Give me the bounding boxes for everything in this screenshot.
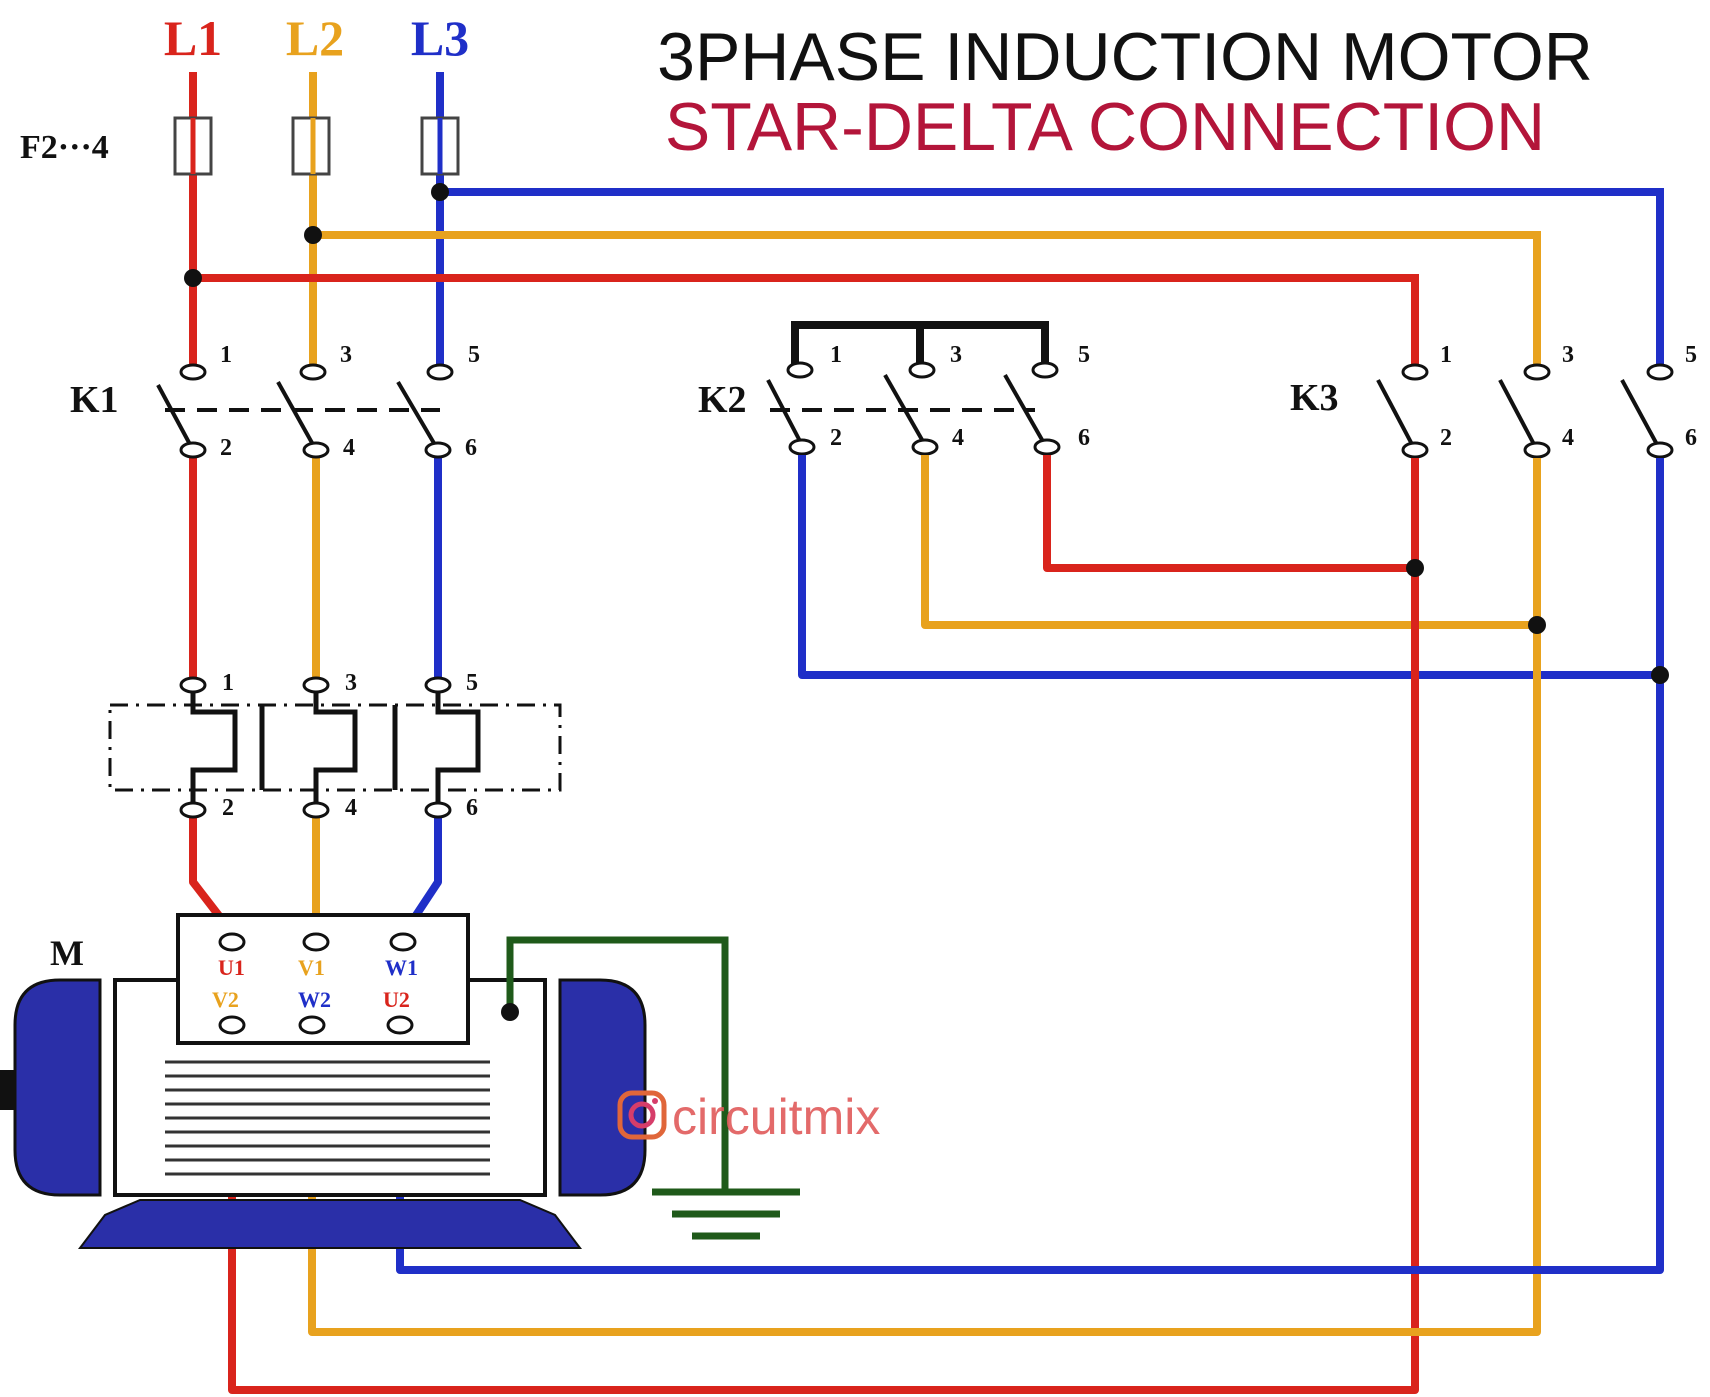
- contactor-k3: K3 1 3 5 2 4 6: [1290, 342, 1697, 459]
- junction-k3-blue: [1651, 666, 1669, 684]
- wire-k2-2-blue: [798, 455, 1660, 679]
- ol-t1: 1: [222, 670, 234, 696]
- junction-k3-red: [1406, 559, 1424, 577]
- k3-t4: 4: [1562, 425, 1574, 451]
- terminal-label-u1: U1: [218, 955, 245, 980]
- title-line-2: STAR-DELTA CONNECTION: [665, 89, 1545, 165]
- phase-label-l1: L1: [164, 10, 222, 66]
- ol-t2: 2: [222, 795, 234, 821]
- overload-relay: 1 3 5 2 4 6: [108, 670, 562, 821]
- earth-connection: [501, 936, 800, 1240]
- k3-t1: 1: [1440, 342, 1452, 368]
- terminal-v2: [218, 1015, 246, 1035]
- phase-label-l2: L2: [286, 10, 344, 66]
- motor-label: M: [50, 933, 84, 973]
- k3-t2: 2: [1440, 425, 1452, 451]
- ol-t4: 4: [345, 795, 357, 821]
- k3-t6: 6: [1685, 425, 1697, 451]
- wire-k2-6-red: [1043, 455, 1415, 572]
- earth-junction: [501, 1003, 519, 1021]
- terminal-label-u2: U2: [383, 987, 410, 1012]
- wire-l1-to-k3: [193, 274, 1419, 372]
- fuses: [173, 116, 460, 176]
- k2-t1: 1: [830, 342, 842, 368]
- terminal-label-w2: W2: [298, 987, 331, 1012]
- k2-t4: 4: [952, 425, 964, 451]
- ol-t3: 3: [345, 670, 357, 696]
- contactor-k1: K1 1 3 5 2 4 6: [70, 342, 480, 461]
- motor-end-cap-left: [13, 978, 102, 1197]
- junction-l2: [304, 226, 322, 244]
- k2-t2: 2: [830, 425, 842, 451]
- k1-t1: 1: [220, 342, 232, 368]
- k3-t3: 3: [1562, 342, 1574, 368]
- k3-t5: 5: [1685, 342, 1697, 368]
- motor-end-cap-right: [558, 978, 647, 1197]
- k1-t2: 2: [220, 435, 232, 461]
- terminal-label-v1: V1: [298, 955, 325, 980]
- wire-k2-4-yellow: [921, 455, 1537, 629]
- wire-l1-ol-out: [189, 812, 234, 933]
- junction-l1: [184, 269, 202, 287]
- junction-l3: [431, 183, 449, 201]
- k1-t4: 4: [343, 435, 355, 461]
- ol-t5: 5: [466, 670, 478, 696]
- wire-l2-to-k3: [313, 231, 1541, 372]
- terminal-label-w1: W1: [385, 955, 418, 980]
- terminal-u1: [218, 932, 246, 952]
- motor: M U1 V1 W1 V2 W2 U2: [0, 913, 647, 1249]
- k2-t5: 5: [1078, 342, 1090, 368]
- k2-t3: 3: [950, 342, 962, 368]
- watermark-text: circuitmix: [672, 1089, 880, 1145]
- k1-t6: 6: [465, 435, 477, 461]
- terminal-u2: [386, 1015, 414, 1035]
- terminal-w1: [389, 932, 417, 952]
- instagram-icon: [617, 1090, 667, 1140]
- junction-k3-yellow: [1528, 616, 1546, 634]
- earth-wire: [506, 936, 729, 1190]
- k2-t6: 6: [1078, 425, 1090, 451]
- title-line-1: 3PHASE INDUCTION MOTOR: [657, 19, 1593, 95]
- ol-t6: 6: [466, 795, 478, 821]
- k1-t3: 3: [340, 342, 352, 368]
- k1-label: K1: [70, 379, 119, 421]
- overload-frame: [108, 703, 562, 792]
- fuse-label: F2···4: [20, 129, 109, 166]
- motor-cooling-fins: [165, 1060, 490, 1176]
- k3-label: K3: [1290, 377, 1339, 419]
- motor-base: [77, 1199, 583, 1249]
- contactor-k2: K2 1 3 5 2 4 6: [698, 321, 1090, 456]
- watermark: circuitmix: [617, 1089, 880, 1145]
- terminal-v1: [302, 932, 330, 952]
- k2-label: K2: [698, 379, 747, 421]
- k1-t5: 5: [468, 342, 480, 368]
- terminal-w2: [298, 1015, 326, 1035]
- phase-label-l3: L3: [411, 10, 469, 66]
- k3-feed-wiring: [193, 188, 1664, 372]
- terminal-label-v2: V2: [212, 987, 239, 1012]
- wire-l3-to-k3: [440, 188, 1664, 372]
